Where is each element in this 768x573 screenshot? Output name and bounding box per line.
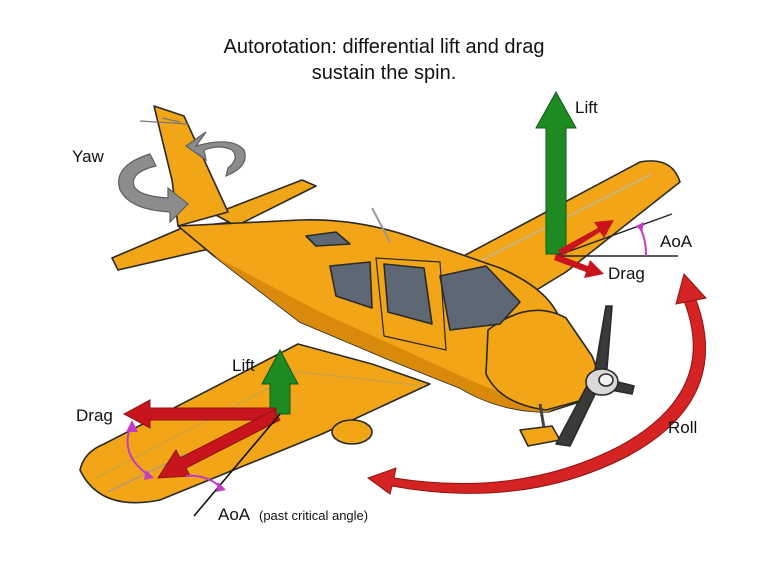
right-resultant-arrow — [558, 220, 614, 256]
main-gear-fairing — [331, 419, 373, 445]
right-lift-label: Lift — [575, 98, 598, 117]
nose-gear — [519, 425, 561, 447]
title-line-2: sustain the spin. — [312, 62, 457, 84]
engine-cowling — [485, 309, 599, 411]
curved-yaw-arrows-icon — [118, 131, 246, 224]
right-wing-forces — [535, 90, 678, 278]
right-aoa-arc — [639, 227, 647, 257]
left-lift-arrow — [261, 348, 299, 415]
right-wing — [455, 160, 681, 301]
propeller-icon — [555, 305, 635, 447]
left-aoa-label: AoA — [218, 505, 251, 524]
right-drag-arrow — [554, 254, 604, 278]
left-resultant-arrow — [157, 409, 281, 479]
right-aoa-label: AoA — [660, 232, 693, 251]
right-lift-arrow — [535, 90, 577, 255]
left-lift-label: Lift — [232, 356, 255, 375]
right-horizontal-stabilizer — [213, 179, 317, 227]
airplane-illustration — [79, 105, 681, 504]
rear-window — [305, 231, 351, 247]
left-wing-forces — [122, 348, 299, 517]
windshield — [439, 265, 521, 331]
left-aoa-arc — [126, 427, 151, 477]
curved-roll-arrow-icon — [366, 272, 707, 495]
left-drag-label: Drag — [76, 406, 113, 425]
left-aoa-note: (past critical angle) — [259, 508, 368, 523]
vertical-tail — [153, 105, 229, 227]
side-window-front — [383, 263, 433, 325]
title-line-1: Autorotation: differential lift and drag — [224, 36, 545, 58]
yaw-label: Yaw — [72, 147, 105, 166]
roll-label: Roll — [668, 418, 697, 437]
side-window-rear — [329, 261, 373, 309]
right-drag-label: Drag — [608, 264, 645, 283]
